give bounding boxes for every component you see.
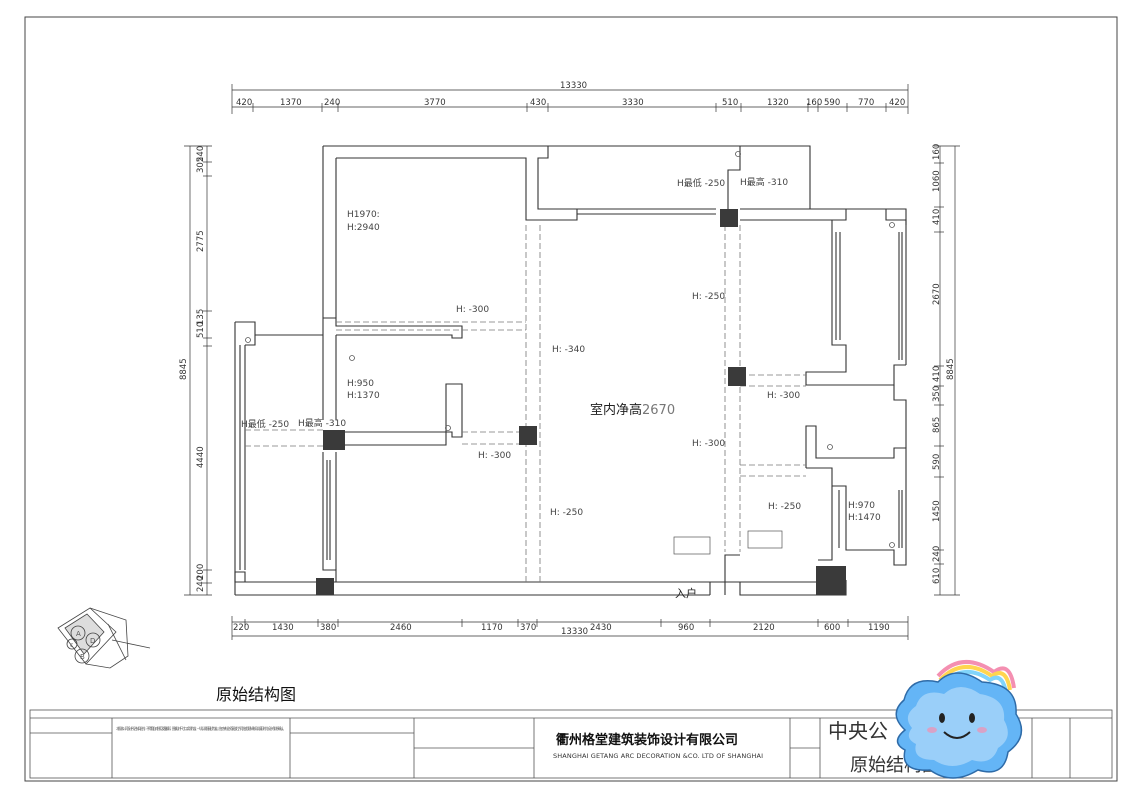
beam-height-note: H: -300 <box>478 451 511 461</box>
room-height-note: H:1370 <box>347 391 380 401</box>
right-dim: 160 <box>932 144 942 160</box>
beam-height-note: H: -250 <box>768 502 801 512</box>
top-dimensions <box>231 84 909 114</box>
company-name-cn: 衢州格堂建筑装饰设计有限公司 <box>556 732 738 748</box>
left-dim: 305 <box>196 157 206 173</box>
ceiling-low-note: H最低 -250 <box>677 177 725 189</box>
bottom-dim: 370 <box>520 623 536 633</box>
main-room-label: 室内净高 <box>590 402 642 418</box>
right-dimensions <box>934 145 960 596</box>
right-total-dim: 8845 <box>946 358 956 380</box>
beam-height-note: H: -250 <box>550 508 583 518</box>
bottom-total-dim: 13330 <box>561 627 588 637</box>
left-dim: 200 <box>196 564 206 580</box>
left-total-dim: 8845 <box>179 358 189 380</box>
project-name: 中央公 <box>828 719 888 743</box>
room-height-note: H:1470 <box>848 513 881 523</box>
column <box>728 367 746 386</box>
column <box>720 209 738 227</box>
room-height-note: H:2940 <box>347 223 380 233</box>
bottom-dim: 2430 <box>590 623 612 633</box>
floor-drains <box>245 151 895 548</box>
beam-height-note: H: -300 <box>456 305 489 315</box>
bottom-dim: 1190 <box>868 623 890 633</box>
left-dim: 510 <box>196 322 206 338</box>
bottom-dim: 1430 <box>272 623 294 633</box>
right-dim: 1060 <box>932 170 942 192</box>
top-dim: 1320 <box>767 98 789 108</box>
top-total-dim: 13330 <box>560 81 587 91</box>
top-dim: 1370 <box>280 98 302 108</box>
walls <box>234 145 907 596</box>
top-dim: 510 <box>722 98 738 108</box>
column <box>316 578 334 595</box>
right-dim: 240 <box>932 546 942 562</box>
top-dim: 420 <box>889 98 905 108</box>
drawing-frame <box>24 16 1118 782</box>
ceiling-high-note: H最高 -310 <box>740 176 788 188</box>
room-height-note: H:970 <box>848 501 875 511</box>
compass-letter: D <box>90 637 95 645</box>
top-dim: 430 <box>530 98 546 108</box>
bottom-dim: 2460 <box>390 623 412 633</box>
top-dim: 770 <box>858 98 874 108</box>
right-dim: 610 <box>932 568 942 584</box>
title-block-notes: 本图本公司设计所之有局出件，不得擅自对所用及备翻印，图纸 以外尺寸以实测为准，一… <box>116 725 286 731</box>
bottom-dim: 960 <box>678 623 694 633</box>
right-dim: 410 <box>932 366 942 382</box>
ceiling-high-note: H最高 -310 <box>298 417 346 429</box>
cloud-mascot-icon <box>895 659 1023 779</box>
top-dim: 3770 <box>424 98 446 108</box>
title-block <box>29 709 1113 779</box>
right-dim: 865 <box>932 417 942 433</box>
right-dim: 590 <box>932 454 942 470</box>
column <box>816 566 846 595</box>
top-dim: 160 <box>806 98 822 108</box>
right-dim: 410 <box>932 209 942 225</box>
bottom-dim: 600 <box>824 623 840 633</box>
compass-icon <box>57 607 151 669</box>
entrance-label: 入户 <box>675 586 697 600</box>
left-dim: 4440 <box>196 446 206 468</box>
main-room-height: 2670 <box>642 403 675 418</box>
compass-letter: A <box>76 630 81 638</box>
compass-letter: c <box>70 642 73 649</box>
right-dim: 1450 <box>932 500 942 522</box>
beam-height-note: H: -340 <box>552 345 585 355</box>
top-dim: 590 <box>824 98 840 108</box>
beam-height-note: H: -300 <box>692 439 725 449</box>
room-height-note: H:950 <box>347 379 374 389</box>
bottom-dim: 1170 <box>481 623 503 633</box>
columns <box>316 209 846 595</box>
beam-height-note: H: -250 <box>692 292 725 302</box>
ceiling-low-note: H最低 -250 <box>241 418 289 430</box>
top-dim: 420 <box>236 98 252 108</box>
beam-height-note: H: -300 <box>767 391 800 401</box>
top-dim: 240 <box>324 98 340 108</box>
right-dim: 2670 <box>932 283 942 305</box>
column <box>323 430 345 450</box>
left-dimensions <box>184 145 212 596</box>
bottom-dim: 220 <box>233 623 249 633</box>
drawing-title: 原始结构图 <box>216 685 296 704</box>
room-height-note: H1970: <box>347 210 380 220</box>
right-dim: 350 <box>932 386 942 402</box>
top-dim: 3330 <box>622 98 644 108</box>
bottom-dim: 2120 <box>753 623 775 633</box>
left-dim: 135 <box>196 309 206 325</box>
bottom-dim: 380 <box>320 623 336 633</box>
left-dim: 240 <box>196 146 206 162</box>
left-dim: 2775 <box>196 230 206 252</box>
column <box>519 426 537 445</box>
meter-boxes <box>673 530 783 555</box>
left-dim: 240 <box>196 576 206 592</box>
company-name-en: SHANGHAI GETANG ARC DECORATION &CO. LTD … <box>553 752 763 760</box>
beam-lines <box>245 225 806 582</box>
compass-letter: B <box>80 653 85 661</box>
bottom-dimensions <box>231 616 909 640</box>
